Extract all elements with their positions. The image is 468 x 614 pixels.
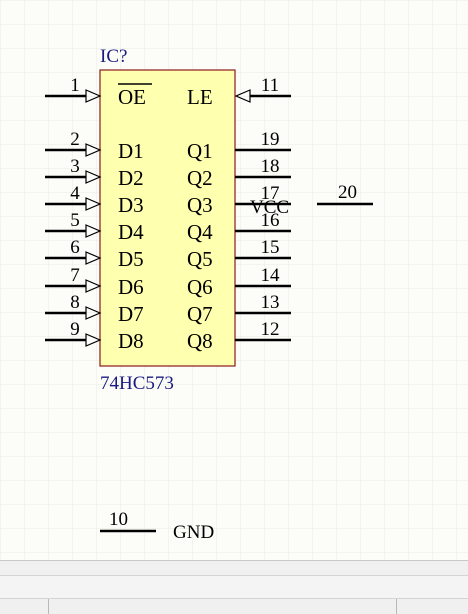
pin-number-q5: 15: [261, 237, 280, 258]
vcc-pin-name: VCC: [250, 197, 289, 218]
pin-number-d6: 7: [70, 265, 80, 286]
pin-number-d2: 3: [70, 156, 80, 177]
pin-name-d7: D7: [118, 302, 144, 326]
status-divider: [396, 599, 397, 614]
clock-arrow-icon: [85, 197, 102, 211]
pin-number-q6: 14: [261, 265, 281, 286]
pin-name-d2: D2: [118, 166, 144, 190]
part-name-label[interactable]: 74HC573: [100, 373, 174, 394]
gnd-pin-name: GND: [173, 522, 214, 543]
pin-name-q3: Q3: [187, 193, 213, 217]
designator-label[interactable]: IC?: [100, 46, 127, 67]
pin-name-oe: OE: [118, 85, 146, 109]
pin-name-q5: Q5: [187, 247, 213, 271]
clock-arrow-icon: [85, 251, 102, 265]
pin-number-d3: 4: [70, 183, 80, 204]
pin-number-q3: 17: [261, 183, 280, 204]
pin-number-d1: 2: [70, 129, 80, 150]
input-arrow-icon: [234, 89, 251, 103]
pin-number-d8: 9: [70, 319, 80, 340]
left-pins-group: 1 OE 2 D1 3 D2 4 D3 5 D4 6 D5 7 D6 8 D7 9 D8: [45, 75, 152, 353]
horizontal-scrollbar[interactable]: [0, 575, 468, 599]
pin-name-q6: Q6: [187, 275, 213, 299]
clock-arrow-icon: [85, 279, 102, 293]
pin-number-q2: 18: [261, 156, 280, 177]
clock-arrow-icon: [85, 224, 102, 238]
pin-number-q1: 19: [261, 129, 280, 150]
clock-arrow-icon: [85, 143, 102, 157]
pin-name-d3: D3: [118, 193, 144, 217]
pin-name-d8: D8: [118, 329, 144, 353]
pin-name-q7: Q7: [187, 302, 213, 326]
gnd-pin-number: 10: [109, 509, 128, 530]
pin-number-q8: 12: [261, 319, 280, 340]
pin-name-d5: D5: [118, 247, 144, 271]
status-bar: [0, 560, 468, 614]
pin-name-le: LE: [187, 85, 213, 109]
clock-arrow-icon: [85, 333, 102, 347]
pin-name-d4: D4: [118, 220, 144, 244]
pin-name-q4: Q4: [187, 220, 213, 244]
status-divider: [48, 599, 49, 614]
pin-name-q1: Q1: [187, 139, 213, 163]
pin-name-d6: D6: [118, 275, 144, 299]
pin-number-q4: 16: [261, 210, 280, 231]
ic-body[interactable]: [99, 69, 236, 367]
pin-name-q2: Q2: [187, 166, 213, 190]
clock-arrow-icon: [85, 89, 102, 103]
vcc-pin-number: 20: [338, 182, 357, 203]
pin-name-q8: Q8: [187, 329, 213, 353]
pin-number-d5: 6: [70, 237, 80, 258]
pin-number-oe: 1: [70, 75, 80, 96]
pin-number-q7: 13: [261, 292, 280, 313]
clock-arrow-icon: [85, 306, 102, 320]
pin-number-d7: 8: [70, 292, 80, 313]
pin-number-d4: 5: [70, 210, 80, 231]
pin-name-d1: D1: [118, 139, 144, 163]
clock-arrow-icon: [85, 170, 102, 184]
pin-number-le: 11: [261, 75, 279, 96]
